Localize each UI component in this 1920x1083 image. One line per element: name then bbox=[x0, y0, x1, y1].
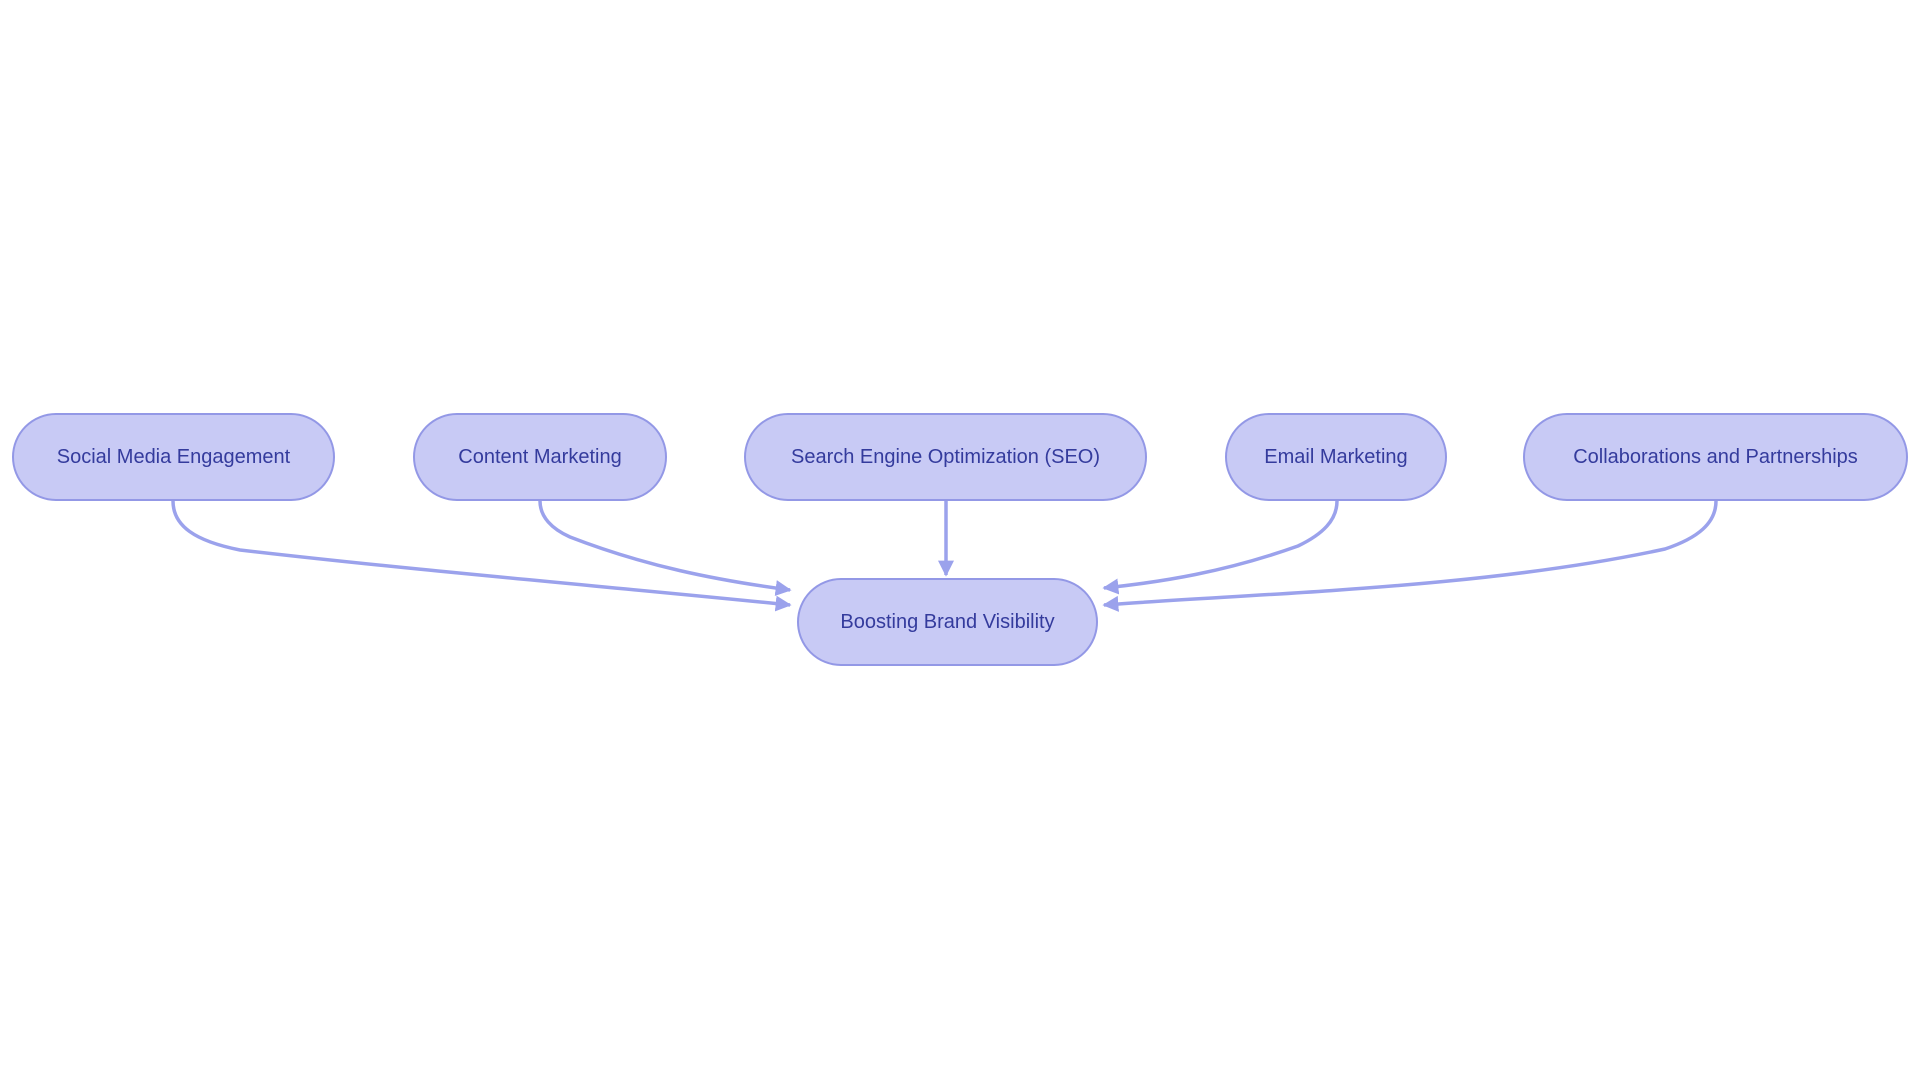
node-label: Content Marketing bbox=[458, 446, 622, 468]
node-label: Social Media Engagement bbox=[56, 446, 291, 468]
node-email-marketing: Email Marketing bbox=[1225, 413, 1447, 501]
node-label: Email Marketing bbox=[1264, 446, 1408, 468]
edge-email-to-center bbox=[1102, 500, 1339, 595]
edge-collab-to-center bbox=[1102, 500, 1718, 612]
edge-content-to-center bbox=[538, 500, 792, 597]
node-content-marketing: Content Marketing bbox=[413, 413, 667, 501]
node-search-engine-optimization: Search Engine Optimization (SEO) bbox=[744, 413, 1147, 501]
node-label: Search Engine Optimization (SEO) bbox=[790, 446, 1101, 468]
node-social-media-engagement: Social Media Engagement bbox=[12, 413, 335, 501]
node-collaborations-and-partnerships: Collaborations and Partnerships bbox=[1523, 413, 1908, 501]
node-boosting-brand-visibility: Boosting Brand Visibility bbox=[797, 578, 1098, 666]
edge-social-to-center bbox=[171, 500, 792, 612]
node-label: Collaborations and Partnerships bbox=[1573, 446, 1858, 468]
node-label: Boosting Brand Visibility bbox=[840, 611, 1055, 633]
